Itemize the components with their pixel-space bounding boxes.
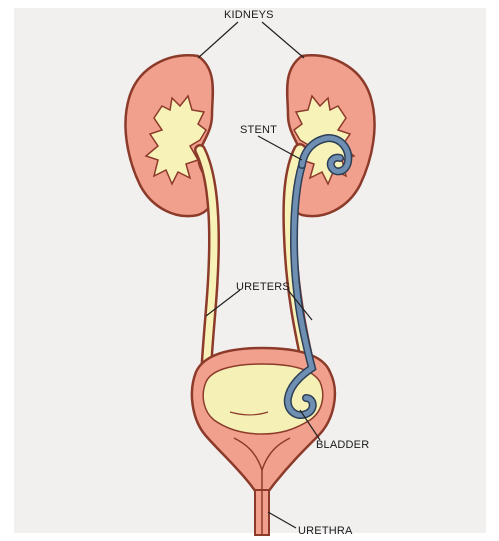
urethra-label: URETHRA [298, 525, 353, 537]
kidneys-label: KIDNEYS [224, 9, 274, 21]
bladder-label: BLADDER [316, 439, 369, 451]
ureters-label: URETERS [236, 281, 290, 293]
stent-label: STENT [240, 124, 277, 136]
